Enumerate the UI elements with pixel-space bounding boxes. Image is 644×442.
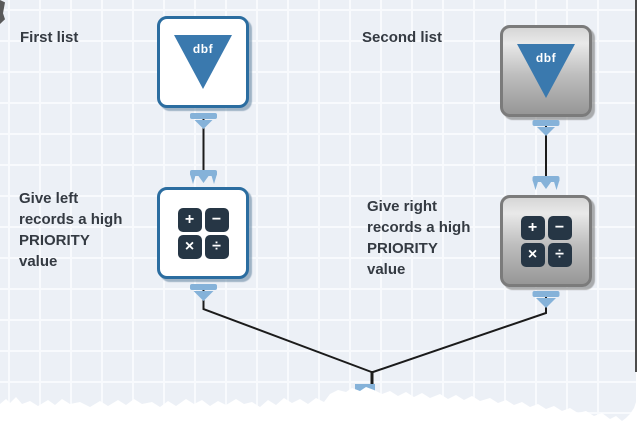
dbf-icon-label: dbf — [535, 51, 557, 65]
output-anchor[interactable] — [532, 120, 560, 136]
output-anchor[interactable] — [190, 284, 217, 301]
multiply-tile: × — [520, 242, 545, 267]
plus-tile: + — [520, 215, 545, 240]
connector-formula-right-down[interactable] — [372, 296, 547, 373]
minus-tile: − — [204, 207, 229, 232]
connector-formula-left-down[interactable] — [202, 289, 372, 373]
annotation-give-right-priority[interactable]: Give right records a high PRIORITY value — [367, 198, 471, 278]
arrow-down-icon — [194, 120, 213, 129]
divide-tile: ÷ — [204, 234, 229, 259]
arrow-down-icon — [536, 298, 556, 308]
node-formula-left[interactable]: + − × ÷ — [157, 187, 249, 279]
torn-corner-speck — [0, 0, 5, 24]
dbf-icon-label: dbf — [192, 42, 214, 56]
canvas-right-border — [635, 0, 637, 372]
annotation-second-list[interactable]: Second list — [362, 29, 443, 46]
input-anchor-torn-fragment[interactable] — [355, 384, 375, 396]
arrow-down-icon — [193, 291, 214, 301]
minus-tile: − — [547, 215, 572, 240]
annotation-give-left-priority[interactable]: Give left records a high PRIORITY value — [19, 190, 123, 270]
input-anchor[interactable] — [532, 176, 560, 190]
arrow-down-icon — [539, 180, 553, 189]
node-formula-right[interactable]: + − × ÷ — [500, 195, 592, 287]
annotation-first-list[interactable]: First list — [20, 29, 79, 46]
arrow-down-icon — [197, 174, 210, 183]
calculator-icon: + − × ÷ — [177, 207, 229, 259]
arrow-down-icon — [537, 127, 555, 136]
node-dbf-input-second[interactable]: dbf — [500, 25, 592, 117]
multiply-tile: × — [177, 234, 202, 259]
plus-tile: + — [177, 207, 202, 232]
output-anchor[interactable] — [532, 291, 560, 308]
calculator-icon: + − × ÷ — [520, 215, 572, 267]
output-anchor[interactable] — [190, 113, 217, 129]
node-dbf-input-first[interactable]: dbf — [157, 16, 249, 108]
divide-tile: ÷ — [547, 242, 572, 267]
input-anchor[interactable] — [190, 170, 217, 184]
